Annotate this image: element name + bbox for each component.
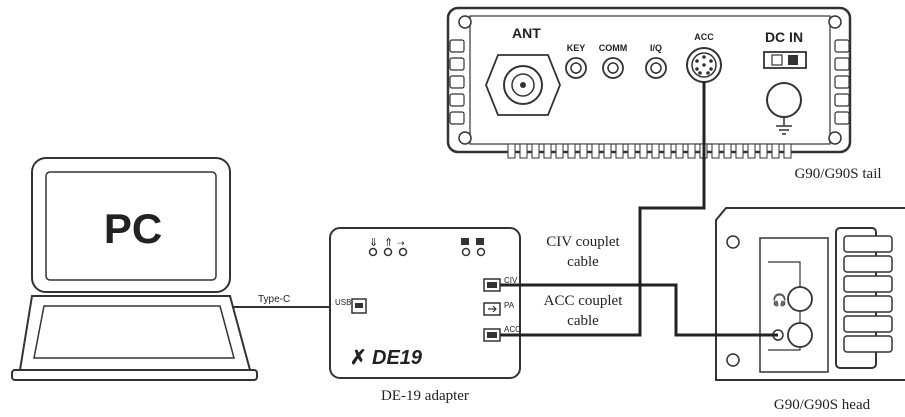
acc-tail-label: ACC <box>694 32 714 42</box>
laptop-base-edge <box>11 369 258 381</box>
screw-top-left-icon <box>458 15 472 29</box>
comm-label: COMM <box>599 43 628 53</box>
led-tx-icon <box>383 247 393 257</box>
laptop-keyboard <box>33 305 235 359</box>
pa-arrow-icon <box>488 305 497 313</box>
acc-din-pins <box>695 55 713 75</box>
rx-arrow-icon: ⇓ <box>369 237 378 249</box>
ground-knob <box>766 82 802 118</box>
acc-port-inner <box>487 332 497 338</box>
port-symbol-right-icon <box>476 238 484 245</box>
civ-cable-label-2: cable <box>567 254 599 270</box>
key-jack-hole <box>570 62 582 74</box>
screw-bottom-left-icon <box>458 131 472 145</box>
tail-heatsink <box>507 143 792 159</box>
led-rx-icon <box>368 247 378 257</box>
type-c-label: Type-C <box>258 294 290 305</box>
head-knob-ridges <box>843 235 893 353</box>
civ-port-label: CIV <box>504 276 518 285</box>
tail-caption: G90/G90S tail <box>794 166 881 182</box>
civ-port-inner <box>487 282 497 288</box>
iq-label: I/Q <box>650 43 662 53</box>
radio-head: 🎧 <box>715 207 905 381</box>
dc-in-connector <box>763 51 807 69</box>
ant-label: ANT <box>512 25 541 41</box>
head-acc-jack <box>787 322 813 348</box>
usb-port-label: USB <box>335 298 351 307</box>
dc-in-slot-left <box>771 54 783 66</box>
acc-cable-label-1: ACC couplet <box>544 293 624 309</box>
adapter-caption: DE-19 adapter <box>381 388 469 404</box>
laptop: PC <box>11 157 258 381</box>
key-label: KEY <box>567 43 586 53</box>
usb-symbol-icon: ⇢ <box>397 238 405 248</box>
laptop-screen-inner <box>45 171 217 281</box>
acc-port-label: ACC <box>504 325 521 334</box>
de19-adapter: ⇓ ⇑ ⇢ USB CIV PA ACC ✗ DE19 <box>329 227 521 379</box>
civ-cable <box>500 283 778 337</box>
pa-port-label: PA <box>504 301 515 310</box>
screw-top-right-icon <box>828 15 842 29</box>
head-caption: G90/G90S head <box>774 397 871 413</box>
port-symbol-left-icon <box>461 238 469 245</box>
headphone-icon: 🎧 <box>772 293 787 307</box>
led-indicator-group <box>368 247 486 257</box>
adapter-body <box>329 227 521 379</box>
dc-in-label: DC IN <box>765 29 803 45</box>
acc-cable <box>500 82 706 337</box>
radio-tail: ANT KEY COMM I/Q ACC DC IN <box>446 6 852 159</box>
xiegu-logo-icon: ✗ <box>350 347 367 369</box>
led-right-icon <box>476 247 486 257</box>
usb-port-inner <box>355 303 363 308</box>
screw-bottom-right-icon <box>828 131 842 145</box>
tail-fins-right <box>834 39 850 125</box>
tx-arrow-icon: ⇑ <box>384 237 393 249</box>
civ-cable-label-1: CIV couplet <box>546 234 620 250</box>
acc-cable-label-2: cable <box>567 313 599 329</box>
headphone-jack <box>787 286 813 312</box>
led-left-icon <box>461 247 471 257</box>
pc-label: PC <box>104 205 162 252</box>
led-usb-icon <box>398 247 408 257</box>
comm-jack-hole <box>607 62 619 74</box>
de19-logo: DE19 <box>372 347 423 369</box>
tail-fins-left <box>449 39 465 125</box>
iq-jack-hole <box>650 62 662 74</box>
dc-in-slot-right <box>788 55 798 65</box>
head-screw-top-icon <box>726 235 740 249</box>
head-screw-bottom-icon <box>726 353 740 367</box>
ant-connector-pin <box>520 82 526 88</box>
ground-icon <box>776 118 792 135</box>
